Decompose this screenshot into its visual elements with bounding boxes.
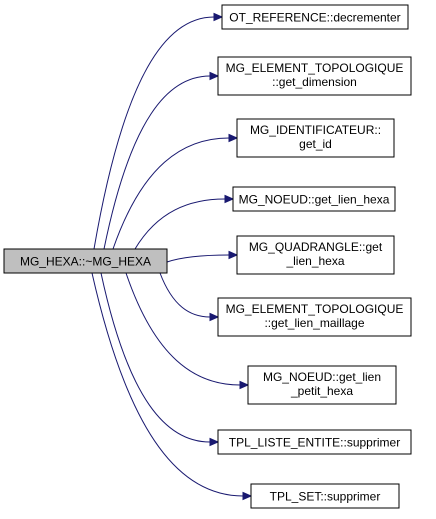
node-box-tpl-liste-entite-supprimer [217, 429, 412, 455]
edge-to-mg-noeud-get-lien-petit-hexa [125, 272, 241, 386]
node-label-mg-quadrangle-get-lien-hexa-2: _lien_hexa [285, 254, 344, 268]
arrowhead-mg-element-topologique-get-dimension [209, 71, 220, 81]
root-node[interactable]: MG_HEXA::~MG_HEXA [3, 248, 168, 274]
node-box-mg-identificateur-get-id [236, 118, 395, 158]
arrowhead-mg-element-topologique-get-lien-maillage [209, 312, 220, 322]
node-label-mg-element-topologique-get-dimension-1: MG_ELEMENT_TOPOLOGIQUE [226, 61, 404, 75]
node-box-mg-noeud-get-lien-hexa [232, 186, 396, 212]
edge-to-mg-noeud-get-lien-hexa [134, 198, 226, 250]
edge-to-mg-element-topologique-get-dimension [103, 75, 211, 250]
node-box-ot-reference-decrementer [221, 4, 409, 30]
node-mg-element-topologique-get-lien-maillage[interactable]: MG_ELEMENT_TOPOLOGIQUE::get_lien_maillag… [217, 297, 412, 337]
node-mg-identificateur-get-id[interactable]: MG_IDENTIFICATEUR::get_id [236, 118, 395, 158]
arrowhead-mg-noeud-get-lien-petit-hexa [239, 380, 250, 390]
arrowhead-tpl-liste-entite-supprimer [209, 437, 220, 447]
edge-to-mg-quadrangle-get-lien-hexa [166, 254, 230, 263]
node-ot-reference-decrementer[interactable]: OT_REFERENCE::decrementer [221, 4, 409, 30]
node-label-ot-reference-decrementer-1: OT_REFERENCE::decrementer [229, 11, 400, 25]
node-label-mg-noeud-get-lien-petit-hexa-2: _petit_hexa [290, 384, 353, 398]
node-box-mg-element-topologique-get-dimension [217, 56, 412, 96]
node-label-mg-element-topologique-get-lien-maillage-2: ::get_lien_maillage [264, 316, 364, 330]
node-tpl-set-supprimer[interactable]: TPL_SET::supprimer [250, 483, 400, 509]
edge-to-ot-reference-decrementer [93, 16, 215, 250]
edge-to-tpl-set-supprimer [91, 272, 244, 497]
node-tpl-liste-entite-supprimer[interactable]: TPL_LISTE_ENTITE::supprimer [217, 429, 412, 455]
node-label-tpl-liste-entite-supprimer-1: TPL_LISTE_ENTITE::supprimer [229, 436, 400, 450]
arrowhead-mg-quadrangle-get-lien-hexa [228, 250, 239, 260]
node-mg-element-topologique-get-dimension[interactable]: MG_ELEMENT_TOPOLOGIQUE::get_dimension [217, 56, 412, 96]
root-node-label: MG_HEXA::~MG_HEXA [20, 255, 151, 269]
node-box-tpl-set-supprimer [250, 483, 400, 509]
edge-to-mg-identificateur-get-id [112, 137, 230, 250]
node-label-mg-identificateur-get-id-2: get_id [299, 137, 332, 151]
node-label-mg-element-topologique-get-dimension-2: ::get_dimension [272, 75, 357, 89]
root-node-box [3, 248, 168, 274]
node-label-mg-quadrangle-get-lien-hexa-1: MG_QUADRANGLE::get [249, 240, 383, 254]
node-mg-quadrangle-get-lien-hexa[interactable]: MG_QUADRANGLE::get_lien_hexa [236, 235, 395, 275]
arrowhead-tpl-set-supprimer [242, 491, 253, 501]
node-box-mg-element-topologique-get-lien-maillage [217, 297, 412, 337]
arrowhead-mg-noeud-get-lien-hexa [224, 194, 235, 204]
node-label-mg-element-topologique-get-lien-maillage-1: MG_ELEMENT_TOPOLOGIQUE [226, 302, 404, 316]
edge-to-tpl-liste-entite-supprimer [100, 272, 211, 443]
node-mg-noeud-get-lien-hexa[interactable]: MG_NOEUD::get_lien_hexa [232, 186, 396, 212]
node-box-mg-noeud-get-lien-petit-hexa [247, 365, 397, 405]
node-label-mg-identificateur-get-id-1: MG_IDENTIFICATEUR:: [250, 123, 381, 137]
arrowhead-mg-identificateur-get-id [228, 133, 239, 143]
node-box-mg-quadrangle-get-lien-hexa [236, 235, 395, 275]
node-label-mg-noeud-get-lien-petit-hexa-1: MG_NOEUD::get_lien [263, 370, 381, 384]
node-label-tpl-set-supprimer-1: TPL_SET::supprimer [270, 490, 381, 504]
edges [91, 12, 253, 501]
node-mg-noeud-get-lien-petit-hexa[interactable]: MG_NOEUD::get_lien_petit_hexa [247, 365, 397, 405]
callee-nodes: OT_REFERENCE::decrementerMG_ELEMENT_TOPO… [217, 4, 412, 509]
edge-to-mg-element-topologique-get-lien-maillage [159, 272, 211, 318]
arrowhead-ot-reference-decrementer [213, 12, 224, 22]
node-label-mg-noeud-get-lien-hexa-1: MG_NOEUD::get_lien_hexa [239, 193, 390, 207]
